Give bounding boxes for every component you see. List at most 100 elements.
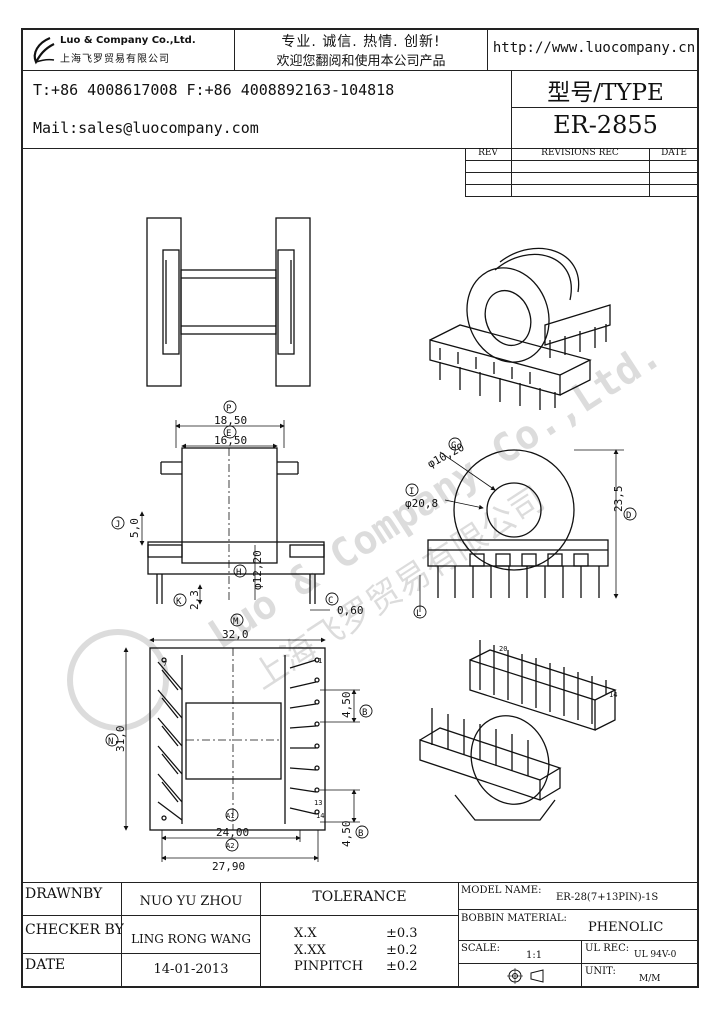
revisions-table: REV REVISIONS REC DATE <box>465 148 699 197</box>
model-name-label: MODEL NAME: <box>461 885 542 896</box>
dim-N: 31,0 <box>114 726 127 753</box>
company-name-cn: 上海飞罗贸易有限公司 <box>60 54 170 65</box>
view-bottom-pins <box>149 647 326 831</box>
mail-link[interactable]: Mail:sales@luocompany.com <box>33 119 259 137</box>
letter-A2: A2 <box>226 842 234 850</box>
tb-vline-2 <box>260 882 261 988</box>
bobbin-material-value: PHENOLIC <box>588 920 664 935</box>
model-name-value: ER-28(7+13PIN)-1S <box>556 892 659 903</box>
checker-value: LING RONG WANG <box>131 932 251 946</box>
company-logo-block: Luo & Company Co.,Ltd. 上海飞罗贸易有限公司 <box>30 33 230 67</box>
letter-H: H <box>236 568 241 578</box>
tolerance-label: TOLERANCE <box>312 889 407 905</box>
dim-I: φ20,8 <box>405 497 438 510</box>
company-name-en: Luo & Company Co.,Ltd. <box>60 35 196 46</box>
letter-P: P <box>226 404 232 414</box>
tb-hline-right-2 <box>458 940 699 941</box>
slogan-line-1: 专业. 诚信. 热情. 创新! <box>281 34 441 50</box>
view-isometric-top <box>429 247 611 410</box>
dim-D: 23,5 <box>612 486 625 513</box>
tb-hline-mid <box>260 915 458 916</box>
ul-rec-label: UL REC: <box>585 943 630 954</box>
tol-xx-value: ±0.3 <box>386 926 418 941</box>
letter-I: I <box>409 487 414 497</box>
pin-label-1: 1 <box>318 657 322 665</box>
tb-hline-right-3 <box>458 963 699 964</box>
bobbin-material-label: BOBBIN MATERIAL: <box>461 913 567 924</box>
type-label: 型号/TYPE <box>547 80 664 106</box>
type-divider <box>511 107 699 108</box>
dim-P: 18,50 <box>214 414 247 427</box>
tb-hline-right-1 <box>458 909 699 910</box>
letter-B-top: B <box>362 708 367 718</box>
letter-M: M <box>233 617 239 627</box>
unit-label: UNIT: <box>585 966 616 977</box>
ul-rec-value: UL 94V-0 <box>634 950 677 960</box>
drawnby-label: DRAWNBY <box>25 886 103 902</box>
dim-H: φ12,20 <box>251 550 264 590</box>
watermark-text-en: Luo & Company Co.,Ltd. <box>200 331 669 658</box>
scale-label: SCALE: <box>461 943 501 954</box>
dim-M: 32,0 <box>222 628 249 641</box>
dim-B-top: 4,50 <box>340 692 353 719</box>
phone-fax-text: T:+86 4008617008 F:+86 4008892163-104818 <box>33 81 395 99</box>
tol-xxx-value: ±0.2 <box>386 943 418 958</box>
dim-B-bottom: 4,50 <box>340 821 353 848</box>
revisions-rec-header: REVISIONS REC <box>541 148 619 158</box>
header-divider <box>21 70 699 71</box>
dim-C: 0,60 <box>337 604 364 617</box>
contact-divider <box>21 148 699 149</box>
tb-vline-1 <box>121 882 122 988</box>
pin-label-14-iso: 14 <box>609 691 617 699</box>
dim-J: 5,0 <box>128 518 141 538</box>
letter-K: K <box>176 597 182 607</box>
tb-vline-3 <box>458 882 459 988</box>
pin-label-13: 13 <box>314 799 322 807</box>
date-label: DATE <box>25 957 66 973</box>
unit-value: M/M <box>639 974 661 984</box>
letter-A1: A1 <box>226 812 234 820</box>
date-header: DATE <box>661 148 687 158</box>
bottom-view-dim-text: M 32,0 N 31,0 4,50 B 4,50 B A1 24,00 A2 … <box>105 613 373 873</box>
letter-J: J <box>115 520 120 530</box>
front-view-dim-text: P 18,50 E 16,50 J 5,0 H φ12,20 K 2,3 C 0… <box>111 400 364 617</box>
view-front-elevation <box>147 447 325 604</box>
pin-label-7: 7 <box>163 660 167 668</box>
website-link[interactable]: http://www.luocompany.cn <box>492 40 696 56</box>
scale-value: 1:1 <box>526 950 543 961</box>
header-vline-1 <box>234 28 235 70</box>
dim-A2: 27,90 <box>212 860 245 873</box>
dim-A1: 24,00 <box>216 826 249 839</box>
pin-label-14: 14 <box>316 812 324 820</box>
view-round-flange <box>427 449 609 598</box>
letter-N: N <box>108 737 113 747</box>
letter-G: G <box>451 441 456 451</box>
projection-symbol-icon <box>507 968 544 984</box>
letter-L: L <box>416 609 421 619</box>
tb-vline-right <box>581 940 582 988</box>
letter-C: C <box>328 596 333 606</box>
tb-hline-left-1 <box>21 915 260 916</box>
tol-pinpitch-label: PINPITCH <box>294 959 364 974</box>
drawing-frame <box>21 28 699 988</box>
letter-E: E <box>226 429 231 439</box>
checker-label: CHECKER BY <box>25 922 124 938</box>
type-vline <box>511 70 512 148</box>
letter-D: D <box>626 511 631 521</box>
round-view-dimensions <box>419 449 624 612</box>
tol-xxx-label: X.XX <box>294 943 326 958</box>
letter-B-bottom: B <box>358 829 363 839</box>
tb-hline-left-2 <box>21 953 260 954</box>
title-block-top <box>21 882 699 883</box>
header-vline-2 <box>487 28 488 70</box>
tol-xx-label: X.X <box>294 926 317 941</box>
rev-header: REV <box>478 148 498 158</box>
view-isometric-bottom: 20 14 <box>419 640 617 821</box>
bottom-view-dimensions <box>123 637 360 862</box>
watermark: Luo & Company Co.,Ltd. 上海飞罗贸易有限公司 <box>67 331 670 731</box>
slogan-line-2: 欢迎您翻阅和使用本公司产品 <box>276 54 446 69</box>
company-logo-icon <box>33 36 55 65</box>
type-value: ER-2855 <box>553 111 658 139</box>
pin-label-20: 20 <box>499 645 507 653</box>
